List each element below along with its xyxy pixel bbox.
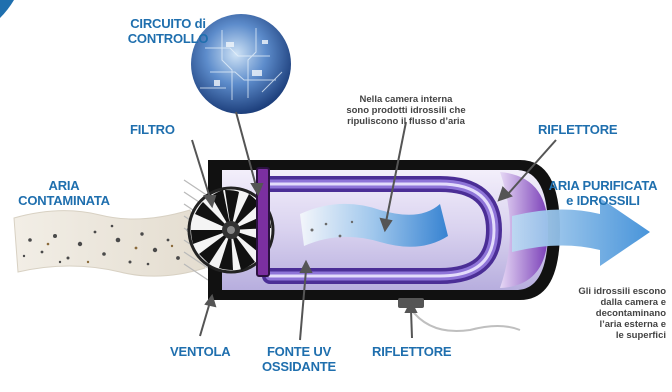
reflector-top-label: RIFLETTORE: [538, 122, 618, 137]
uv-filter-plate: [256, 167, 270, 277]
uv-lamp: [262, 176, 503, 284]
inner-chamber-note-line-3: ripuliscono il flusso d’aria: [347, 116, 465, 127]
filter-label: FILTRO: [130, 122, 175, 137]
hydroxyls-exit-note-line-5: le superfici: [615, 330, 666, 341]
contaminated-air-label-line-2: CONTAMINATA: [18, 193, 110, 208]
corner-decoration: [0, 0, 14, 18]
inner-chamber-note-line-2: sono prodotti idrossili che: [346, 105, 466, 116]
fan: [187, 186, 275, 274]
hydroxyls-exit-note-line-1: Gli idrossili escono: [578, 286, 666, 297]
purified-air-label-line-2: e IDROSSILI: [566, 193, 640, 208]
purified-air-arrow: [512, 198, 650, 266]
control-circuit-sphere: [191, 14, 291, 114]
inner-air-flow: [300, 203, 448, 247]
circuit-label-line-1: CIRCUITO di: [130, 16, 206, 31]
contaminated-air-flow: [13, 209, 206, 277]
pointer-lines: [191, 111, 557, 341]
hydroxyls-exit-note-line-4: l’aria esterna e: [599, 319, 666, 330]
contaminated-air-label: ARIA CONTAMINATA: [12, 178, 116, 208]
purified-air-label-line-1: ARIA PURIFICATA: [548, 178, 658, 193]
uv-source-label-line-2: OSSIDANTE: [261, 359, 337, 374]
contaminated-air-label-line-1: ARIA: [48, 178, 80, 193]
fan-label: VENTOLA: [170, 344, 231, 359]
inner-chamber-note: Nella camera interna sono prodotti idros…: [326, 94, 486, 127]
uv-source-label-line-1: FONTE UV: [266, 344, 332, 359]
uv-source-label: FONTE UV OSSIDANTE: [256, 344, 342, 374]
hydroxyls-exit-note: Gli idrossili escono dalla camera e deco…: [552, 286, 666, 341]
reflector-bottom-label: RIFLETTORE: [372, 344, 452, 359]
hydroxyls-exit-note-line-2: dalla camera e: [600, 297, 667, 308]
inner-chamber-note-line-1: Nella camera interna: [359, 94, 453, 105]
hydroxyls-exit-note-line-3: decontaminano: [595, 308, 666, 319]
circuit-label-line-2: CONTROLLO: [127, 31, 209, 46]
circuit-label: CIRCUITO di CONTROLLO: [118, 16, 218, 46]
purified-air-label: ARIA PURIFICATA e IDROSSILI: [540, 178, 666, 208]
